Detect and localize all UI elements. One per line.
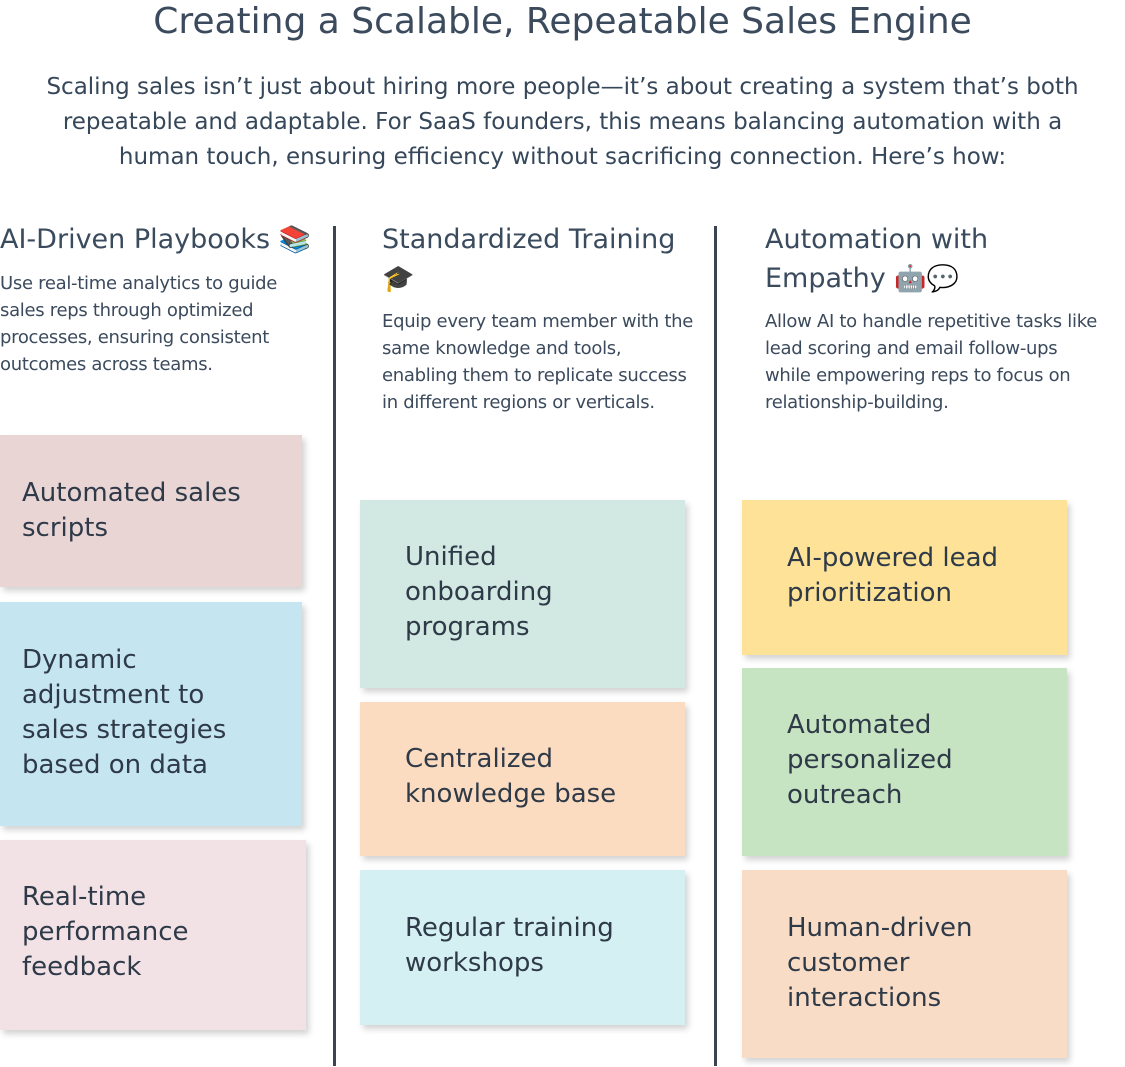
column-heading-text: Standardized Training (382, 224, 676, 255)
column-heading-text: Automation with Empathy (765, 224, 989, 294)
card-label: Human-driven customer interactions (787, 913, 973, 1013)
intro-paragraph: Scaling sales isn’t just about hiring mo… (46, 74, 1079, 170)
card-label: Dynamic adjustment to sales strategies b… (22, 645, 227, 780)
card-human-driven-interactions: Human-driven customer interactions (742, 870, 1067, 1058)
card-automated-personalized-outreach: Automated personalized outreach (742, 668, 1067, 856)
graduation-cap-icon: 🎓 (382, 264, 415, 294)
card-label: AI-powered lead prioritization (787, 543, 999, 608)
card-label: Unified onboarding programs (405, 542, 553, 642)
column-divider (714, 226, 717, 1066)
page-title: Creating a Scalable, Repeatable Sales En… (153, 1, 972, 42)
card-centralized-knowledge-base: Centralized knowledge base (360, 702, 685, 856)
card-dynamic-adjustment: Dynamic adjustment to sales strategies b… (0, 602, 302, 826)
column-heading-text: AI-Driven Playbooks (0, 224, 271, 255)
card-label: Automated sales scripts (22, 478, 241, 543)
card-label: Automated personalized outreach (787, 710, 953, 810)
card-label: Centralized knowledge base (405, 744, 617, 809)
card-regular-training-workshops: Regular training workshops (360, 870, 685, 1025)
robot-icon: 🤖 (894, 264, 927, 294)
books-icon: 📚 (278, 225, 312, 255)
card-label: Real-time performance feedback (22, 882, 189, 982)
column-description: Use real-time analytics to guide sales r… (0, 273, 278, 375)
card-label: Regular training workshops (405, 913, 614, 978)
card-unified-onboarding: Unified onboarding programs (360, 500, 685, 688)
column-heading: Automation with Empathy 🤖💬 (765, 220, 1065, 299)
column-description: Allow AI to handle repetitive tasks like… (765, 311, 1097, 413)
card-automated-sales-scripts: Automated sales scripts (0, 435, 302, 587)
column-description: Equip every team member with the same kn… (382, 311, 693, 413)
column-heading: Standardized Training 🎓 (382, 220, 702, 299)
speech-bubble-icon: 💬 (926, 264, 960, 294)
column-divider (333, 226, 336, 1066)
card-real-time-feedback: Real-time performance feedback (0, 840, 306, 1030)
card-ai-powered-lead-prioritization: AI-powered lead prioritization (742, 500, 1067, 655)
column-heading: AI-Driven Playbooks 📚 (0, 220, 330, 260)
